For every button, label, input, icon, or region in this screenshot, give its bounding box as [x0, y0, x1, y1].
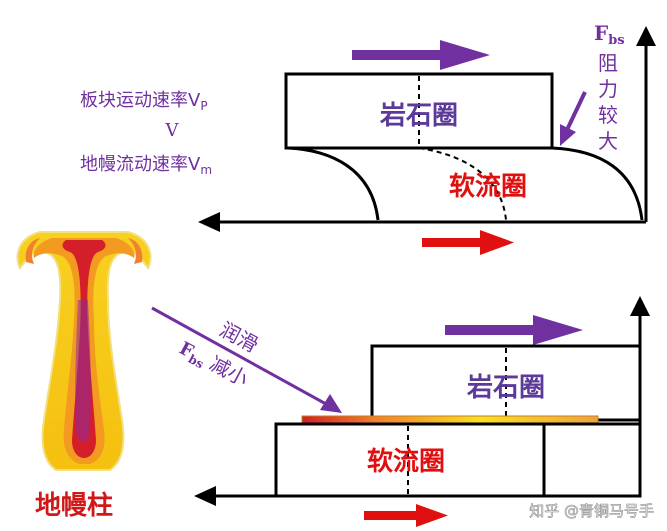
- bottom-vertical-axis-arrowhead: [630, 296, 650, 316]
- top-force-char-3: 较: [598, 103, 618, 127]
- top-force-char-1: 阻: [598, 51, 618, 75]
- lubrication-arrow: [151, 306, 342, 413]
- top-mantle-flow-arrow: [422, 230, 514, 255]
- bottom-plate-velocity-arrow: [445, 315, 583, 345]
- top-force-char-2: 力: [598, 77, 618, 101]
- top-panel: 岩石圈 软流圈 Fbs 阻 力 较 大 板块运动速率VP V 地幔流动速率Vm: [80, 21, 656, 255]
- top-plate-velocity-arrow: [352, 40, 490, 70]
- top-asthenosphere-label: 软流圈: [449, 172, 527, 202]
- bottom-asthenosphere-label: 软流圈: [367, 447, 445, 477]
- mantle-plume: [16, 231, 152, 471]
- top-force-char-4: 大: [598, 129, 618, 153]
- bottom-mantle-flow-arrow: [364, 504, 448, 527]
- plume-label: 地幔柱: [35, 491, 113, 521]
- plate-rate-label: 板块运动速率VP: [80, 90, 208, 113]
- bottom-horizontal-axis-arrowhead: [194, 486, 216, 506]
- top-force-symbol: Fbs: [594, 21, 625, 48]
- watermark: 知乎 @青铜马号手: [529, 502, 654, 520]
- top-flow-curve-dashed: [418, 147, 507, 221]
- top-horizontal-axis-arrowhead: [198, 212, 220, 232]
- mantle-rate-label: 地幔流动速率Vm: [80, 154, 212, 177]
- bottom-panel: 润滑 Fbs减小 岩石圈 软流圈: [151, 296, 650, 527]
- top-resistance-arrow: [560, 91, 587, 146]
- lubrication-label: 润滑: [216, 317, 263, 357]
- top-flow-curve-left: [287, 146, 380, 221]
- top-lithosphere-label: 岩石圈: [379, 101, 458, 131]
- top-flow-curve-right: [551, 146, 644, 221]
- bottom-lithosphere-label: 岩石圈: [466, 373, 545, 403]
- top-vertical-axis-arrowhead: [636, 26, 656, 46]
- rate-comparator: V: [165, 120, 180, 141]
- bottom-asthenosphere-box: [274, 422, 642, 498]
